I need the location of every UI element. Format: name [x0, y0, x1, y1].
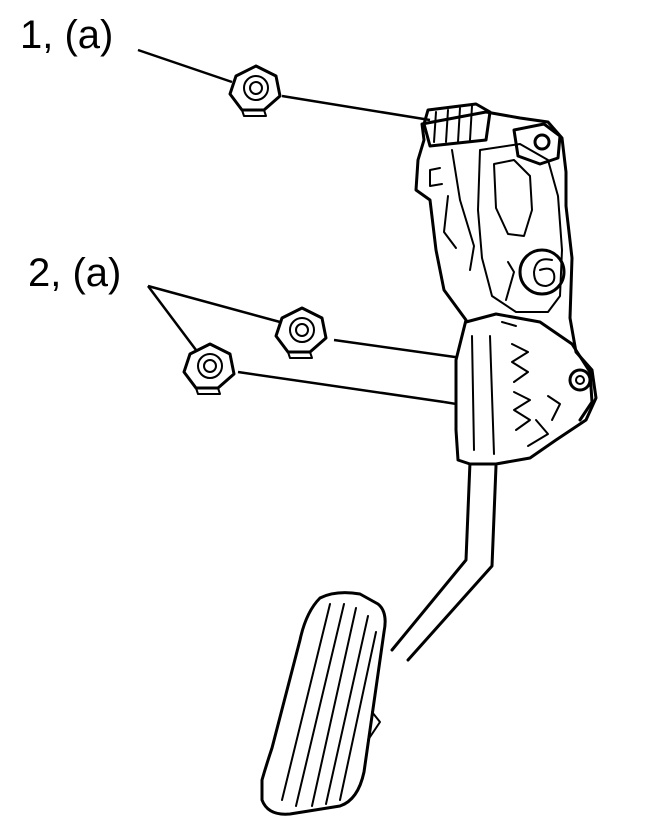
pedal-housing: [414, 102, 598, 466]
callout-label-2: 2, (a): [28, 251, 121, 295]
accelerator-pedal-icon: [260, 102, 598, 816]
pedal-arm-right: [406, 464, 498, 662]
leader-line-2a: [147, 284, 281, 324]
hex-nut-icon: [228, 64, 282, 117]
callout-label-1: 1, (a): [20, 13, 113, 57]
pedal-arm-left: [390, 460, 472, 652]
axis-line-2a: [333, 338, 463, 360]
axis-line-2b: [237, 370, 445, 404]
hex-nut-icon: [182, 342, 236, 395]
pedal-pad: [260, 591, 387, 816]
hex-nut-icon: [274, 306, 328, 359]
axis-line-1: [281, 94, 431, 122]
leader-line-2b: [147, 285, 197, 351]
leader-line-1: [137, 48, 233, 84]
